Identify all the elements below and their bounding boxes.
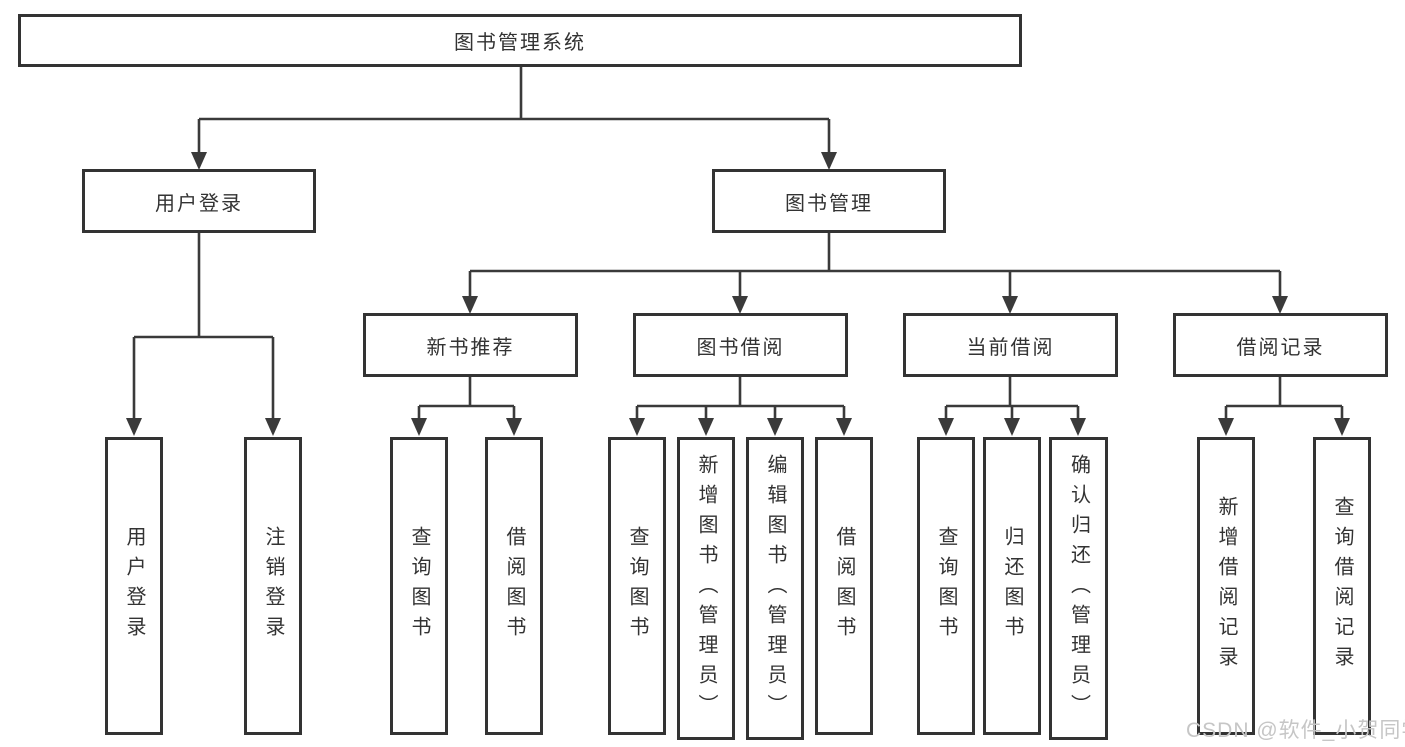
node-logout: 注销登录 (244, 437, 302, 735)
node-library-management-system: 图书管理系统 (18, 14, 1022, 67)
node-label: 新书推荐 (426, 336, 515, 359)
node-add-borrow-record: 新增借阅记录 (1197, 437, 1255, 735)
node-label: 编辑图书（管理员） (764, 453, 786, 724)
node-label: 借阅记录 (1236, 336, 1325, 359)
node-query-books-newbook: 查询图书 (390, 437, 448, 735)
watermark: CSDN @软件_小贺同学 (1186, 719, 1405, 742)
node-label: 查询图书 (408, 526, 430, 646)
node-label: 查询借阅记录 (1331, 496, 1353, 676)
node-book-borrowing: 图书借阅 (633, 313, 848, 377)
node-query-books-current: 查询图书 (917, 437, 975, 735)
node-label: 用户登录 (155, 192, 243, 215)
node-label: 借阅图书 (833, 526, 855, 646)
node-edit-books-admin: 编辑图书（管理员） (746, 437, 804, 740)
node-borrowing-records: 借阅记录 (1173, 313, 1388, 377)
node-label: 注销登录 (262, 526, 284, 646)
node-query-books-borrowing: 查询图书 (608, 437, 666, 735)
node-label: 查询图书 (626, 526, 648, 646)
node-label: 图书管理 (785, 192, 873, 215)
node-add-books-admin: 新增图书（管理员） (677, 437, 735, 740)
node-borrow-books-borrowing: 借阅图书 (815, 437, 873, 735)
node-return-books: 归还图书 (983, 437, 1041, 735)
node-user-login-branch: 用户登录 (82, 169, 316, 233)
node-label: 图书管理系统 (454, 32, 586, 54)
node-book-management-branch: 图书管理 (712, 169, 946, 233)
node-label: 借阅图书 (503, 526, 525, 646)
node-label: 查询图书 (935, 526, 957, 646)
node-label: 归还图书 (1001, 526, 1023, 646)
node-label: 图书借阅 (696, 336, 785, 359)
node-label: 新增图书（管理员） (695, 453, 717, 724)
node-borrow-books-newbook: 借阅图书 (485, 437, 543, 735)
node-label: 用户登录 (123, 526, 145, 646)
node-current-borrowing: 当前借阅 (903, 313, 1118, 377)
node-label: 当前借阅 (966, 336, 1055, 359)
node-label: 新增借阅记录 (1215, 496, 1237, 676)
node-user-login-leaf: 用户登录 (105, 437, 163, 735)
node-confirm-return-admin: 确认归还（管理员） (1049, 437, 1108, 740)
node-label: 确认归还（管理员） (1067, 453, 1090, 724)
node-query-borrow-record: 查询借阅记录 (1313, 437, 1371, 735)
node-new-book-recommendation: 新书推荐 (363, 313, 578, 377)
